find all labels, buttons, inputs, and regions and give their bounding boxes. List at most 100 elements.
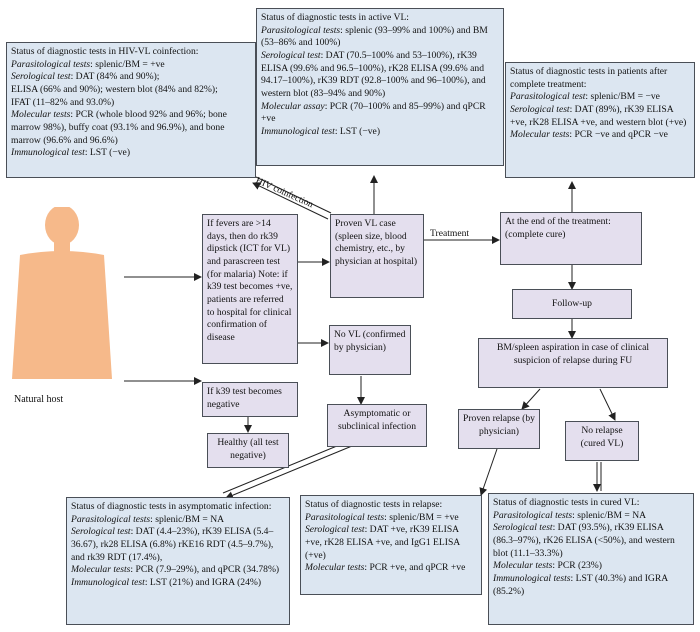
test-value: : splenic/BM = +ve [90, 58, 165, 70]
k39-negative-box: If k39 test becomes negative [202, 382, 298, 417]
status-line: Molecular tests: PCR −ve and qPCR −ve [510, 129, 690, 142]
status-line: Serological test: DAT (84% and 90%); [11, 71, 251, 84]
test-value: : LST (−ve) [84, 147, 131, 159]
test-category: Immunological test [261, 125, 335, 137]
status-line: Parasitological tests: splenic/BM = NA [493, 510, 689, 523]
bm-spleen-aspiration-box: BM/spleen aspiration in case of clinical… [478, 338, 668, 388]
test-value: : PCR (23%) [552, 560, 602, 572]
test-category: Molecular assay [261, 100, 325, 112]
test-value: : splenic/BM = NA [572, 509, 647, 521]
test-value: : DAT (4.4–23%), rK39 ELISA (5.4–36.67),… [71, 526, 274, 563]
status-line: Immunological test: LST (−ve) [261, 126, 499, 139]
arrow-bm-to-relapse [521, 388, 541, 410]
no-vl-box: No VL (confirmed by physician) [329, 325, 411, 375]
test-value: ELISA (66% and 90%); western blot (84% a… [11, 83, 218, 95]
after-treatment-status-box: Status of diagnostic tests in patients a… [505, 62, 695, 178]
status-line: Molecular tests: PCR (whole blood 92% an… [11, 109, 251, 147]
cured-status-title: Status of diagnostic tests in cured VL: [493, 497, 640, 508]
test-value: : splenic (93–99% and 100%) and BM (53–8… [261, 24, 488, 49]
test-category: Serological test [261, 49, 321, 61]
proven-vl-box: Proven VL case (spleen size, blood chemi… [330, 214, 424, 298]
hiv-status-title: Status of diagnostic tests in HIV-VL coi… [11, 46, 199, 57]
status-line: Parasitological tests: splenic/BM = +ve [11, 59, 251, 72]
active-vl-status-title: Status of diagnostic tests in active VL: [261, 12, 409, 23]
test-value: : splenic/BM = −ve [585, 91, 660, 103]
relapse-status-box: Status of diagnostic tests in relapse: P… [300, 495, 482, 595]
test-value: : DAT +ve, rK39 ELISA +ve, rK28 ELISA +v… [305, 524, 460, 561]
status-line: Parasitological tests: splenic (93–99% a… [261, 25, 499, 50]
status-line: Parasitological tests: splenic/BM = NA [71, 514, 285, 527]
relapse-status-title: Status of diagnostic tests in relapse: [305, 499, 443, 510]
asymptomatic-box: Asymptomatic or subclinical infection [327, 404, 427, 447]
status-line: Molecular tests: PCR (7.9–29%), and qPCR… [71, 564, 285, 577]
status-line: Serological test: DAT (93.5%), rK39 ELIS… [493, 522, 689, 560]
status-line: Parasitological test: splenic/BM = −ve [510, 91, 690, 104]
test-category: Molecular tests [11, 109, 71, 121]
test-category: Immunological test [11, 147, 85, 159]
status-line: Parasitological tests: splenic/BM = +ve [305, 512, 477, 525]
hiv-coinfection-status-box: Status of diagnostic tests in HIV-VL coi… [6, 42, 256, 178]
test-value: : splenic/BM = NA [150, 513, 225, 525]
test-value: : splenic/BM = +ve [384, 511, 459, 523]
test-category: Parasitological tests [261, 24, 341, 36]
status-line: IFAT (11–82% and 93.0%) [11, 97, 251, 110]
after-treatment-title: Status of diagnostic tests in patients a… [510, 66, 668, 90]
active-vl-status-box: Status of diagnostic tests in active VL:… [256, 8, 504, 166]
test-value: : PCR (70–100% and 85–99%) and qPCR +ve [261, 100, 486, 125]
test-category: Parasitological tests [305, 511, 385, 523]
test-category: Molecular tests [510, 129, 570, 141]
test-category: Serological test [11, 71, 71, 83]
treatment-label: Treatment [430, 228, 470, 239]
test-category: Serological test [493, 522, 553, 534]
test-value: : DAT (89%), rK39 ELISA +ve, rK28 ELISA … [510, 103, 687, 128]
end-of-treatment-box: At the end of the treatment: (complete c… [500, 212, 642, 265]
test-category: Parasitological tests [493, 509, 573, 521]
test-value: : DAT (93.5%), rK39 ELISA (86.3–97%), rK… [493, 522, 675, 559]
test-value: : PCR −ve and qPCR −ve [569, 129, 668, 141]
natural-host-figure [12, 207, 112, 379]
test-category: Immunological tests [493, 572, 571, 584]
asymptomatic-status-title: Status of diagnostic tests in asymptomat… [71, 501, 272, 512]
test-category: Molecular tests [71, 564, 131, 576]
status-line: Serological test: DAT (4.4–23%), rK39 EL… [71, 526, 285, 564]
natural-host-label: Natural host [14, 394, 64, 405]
status-line: Molecular assay: PCR (70–100% and 85–99%… [261, 101, 499, 126]
no-relapse-box: No relapse (cured VL) [565, 421, 639, 461]
status-line: Serological test: DAT (89%), rK39 ELISA … [510, 104, 690, 129]
test-category: Serological test [305, 524, 365, 536]
test-category: Serological test [71, 526, 131, 538]
test-value: : LST (−ve) [334, 125, 381, 137]
proven-relapse-box: Proven relapse (by physician) [458, 409, 540, 449]
test-value: : PCR (whole blood 92% and 96%; bone mar… [11, 109, 227, 146]
test-category: Serological test [510, 103, 570, 115]
test-value: : DAT (70.5–100% and 53–100%), rK39 ELIS… [261, 49, 486, 99]
test-value: : PCR (7.9–29%), and qPCR (34.78%) [130, 564, 280, 576]
status-line: Serological test: DAT +ve, rK39 ELISA +v… [305, 524, 477, 562]
test-value: IFAT (11–82% and 93.0%) [11, 96, 115, 108]
status-line: Immunological test: LST (21%) and IGRA (… [71, 577, 285, 590]
status-line: Immunological test: LST (−ve) [11, 147, 251, 160]
fever-test-box: If fevers are >14 days, then do rk39 dip… [202, 214, 298, 364]
status-line: Molecular tests: PCR (23%) [493, 560, 689, 573]
status-line: ELISA (66% and 90%); western blot (84% a… [11, 84, 251, 97]
status-line: Molecular tests: PCR +ve, and qPCR +ve [305, 562, 477, 575]
active-vl-status-lines: Parasitological tests: splenic (93–99% a… [261, 25, 499, 139]
test-category: Parasitological test [510, 91, 586, 103]
test-category: Molecular tests [305, 562, 365, 574]
test-category: Molecular tests [493, 560, 553, 572]
arrow-relapse-to-status [479, 448, 498, 496]
test-value: : LST (40.3%) and IGRA (85.2%) [493, 572, 668, 597]
test-category: Parasitological tests [11, 58, 91, 70]
test-value: : PCR +ve, and qPCR +ve [364, 562, 466, 574]
cured-status-box: Status of diagnostic tests in cured VL: … [488, 493, 694, 625]
arrow-hiv-coinfection [252, 182, 329, 220]
test-category: Immunological test [71, 576, 145, 588]
healthy-box: Healthy (all test negative) [207, 433, 289, 468]
arrow-bm-to-norelapse [599, 388, 616, 421]
status-line: Serological test: DAT (70.5–100% and 53–… [261, 50, 499, 101]
test-value: : DAT (84% and 90%); [70, 71, 160, 83]
